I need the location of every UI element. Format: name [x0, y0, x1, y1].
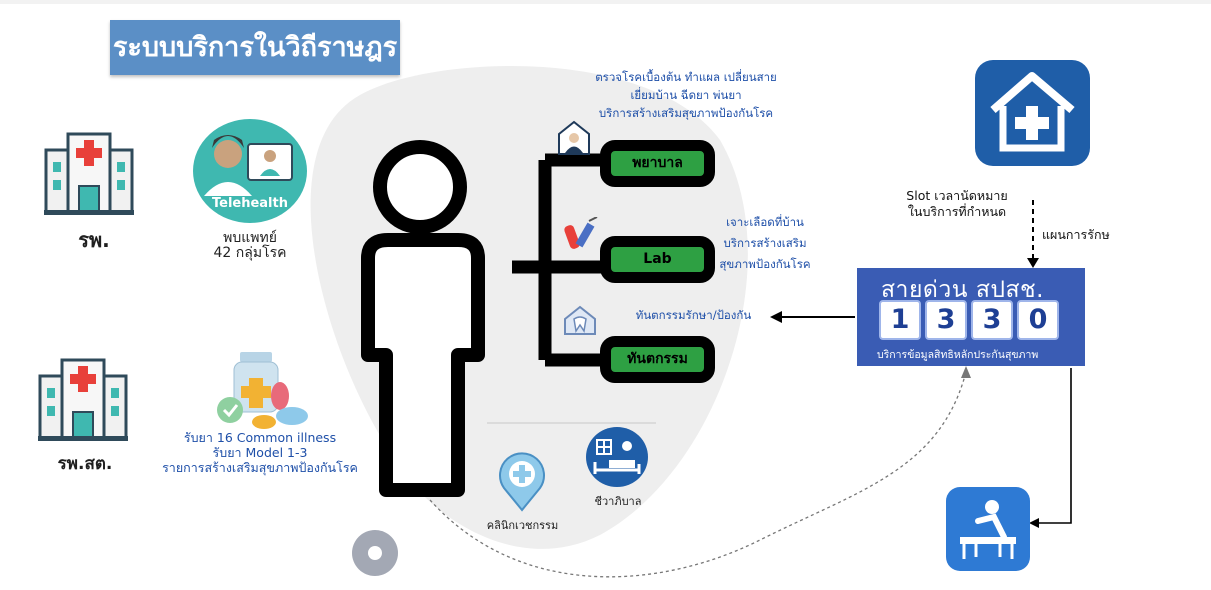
hotline-digit-4: 0: [1017, 300, 1059, 340]
nurse-icon: [558, 120, 590, 155]
treatment-plan-label: แผนการรักษ: [1042, 227, 1110, 242]
hotline-digit-1: 1: [879, 300, 921, 340]
physio-icon: [946, 487, 1030, 571]
top-divider: [0, 0, 1211, 4]
nurse-node: พยาบาล: [600, 140, 715, 187]
telehealth-caption-2: 42 กลุ่มโรค: [213, 245, 287, 261]
hotline-title: สายด่วน สปสช.: [881, 277, 1044, 303]
telehealth-badge: Telehealth: [211, 196, 288, 211]
bed-icon: [586, 427, 648, 487]
dotted-arrowhead: [961, 366, 971, 378]
slot-line-1: Slot เวลานัดหมาย: [906, 188, 1008, 203]
page-title: ระบบบริการในวิถีราษฎร: [110, 20, 400, 75]
medicine-icon: [217, 352, 308, 429]
nhso-hotline-panel: สายด่วน สปสช. 1 3 3 0 บริการข้อมูลสิทธิห…: [857, 268, 1085, 366]
telehealth-icon: [193, 119, 307, 223]
nurse-desc-1: ตรวจโรคเบื้องต้น ทำแผล เปลี่ยนสาย: [595, 70, 777, 84]
hospital-icon: [44, 132, 134, 215]
dental-icon: [564, 305, 596, 335]
hospital-label: รพ.: [78, 228, 110, 252]
subdistrict-hospital-label: รพ.สต.: [57, 454, 113, 474]
lab-icon: [564, 217, 598, 249]
person-icon: [361, 140, 485, 497]
slot-line-2: ในบริการที่กำหนด: [907, 204, 1007, 219]
medicine-line-2: รับยา Model 1-3: [212, 445, 308, 460]
nurse-desc-3: บริการสร้างเสริมสุขภาพป้องกันโรค: [598, 106, 774, 120]
dental-node-label: ทันตกรรม: [627, 351, 688, 367]
subdistrict-hospital-icon: [38, 358, 128, 441]
lab-desc-1: เจาะเลือดที่บ้าน: [726, 215, 804, 229]
home-hospital-icon: [975, 60, 1090, 166]
lab-desc-2: บริการสร้างเสริม: [723, 236, 807, 250]
ring-icon: [352, 530, 398, 576]
hotline-subtitle: บริการข้อมูลสิทธิหลักประกันสุขภาพ: [877, 349, 1039, 361]
nurse-node-label: พยาบาล: [632, 155, 683, 171]
medicine-line-1: รับยา 16 Common illness: [183, 430, 337, 445]
dental-desc: ทันตกรรมรักษา/ป้องกัน: [635, 308, 752, 322]
telehealth-caption-1: พบแพทย์: [223, 230, 277, 246]
lab-node-label: Lab: [643, 251, 672, 267]
dental-node: ทันตกรรม: [600, 336, 715, 383]
hotline-digit-3: 3: [971, 300, 1013, 340]
lab-desc-3: สุขภาพป้องกันโรค: [719, 257, 811, 271]
clinic-icon: [499, 452, 545, 512]
physio-care-label: ชีวาภิบาล: [594, 495, 642, 508]
hotline-digit-2: 3: [925, 300, 967, 340]
hotline-to-physio-arrow: [1035, 368, 1072, 524]
medicine-line-3: รายการสร้างเสริมสุขภาพป้องกันโรค: [162, 460, 358, 475]
nurse-desc-2: เยี่ยมบ้าน ฉีดยา พ่นยา: [630, 88, 742, 102]
tree-connector: [512, 153, 605, 367]
clinic-label: คลินิกเวชกรรม: [486, 519, 559, 532]
lab-node: Lab: [600, 236, 715, 283]
